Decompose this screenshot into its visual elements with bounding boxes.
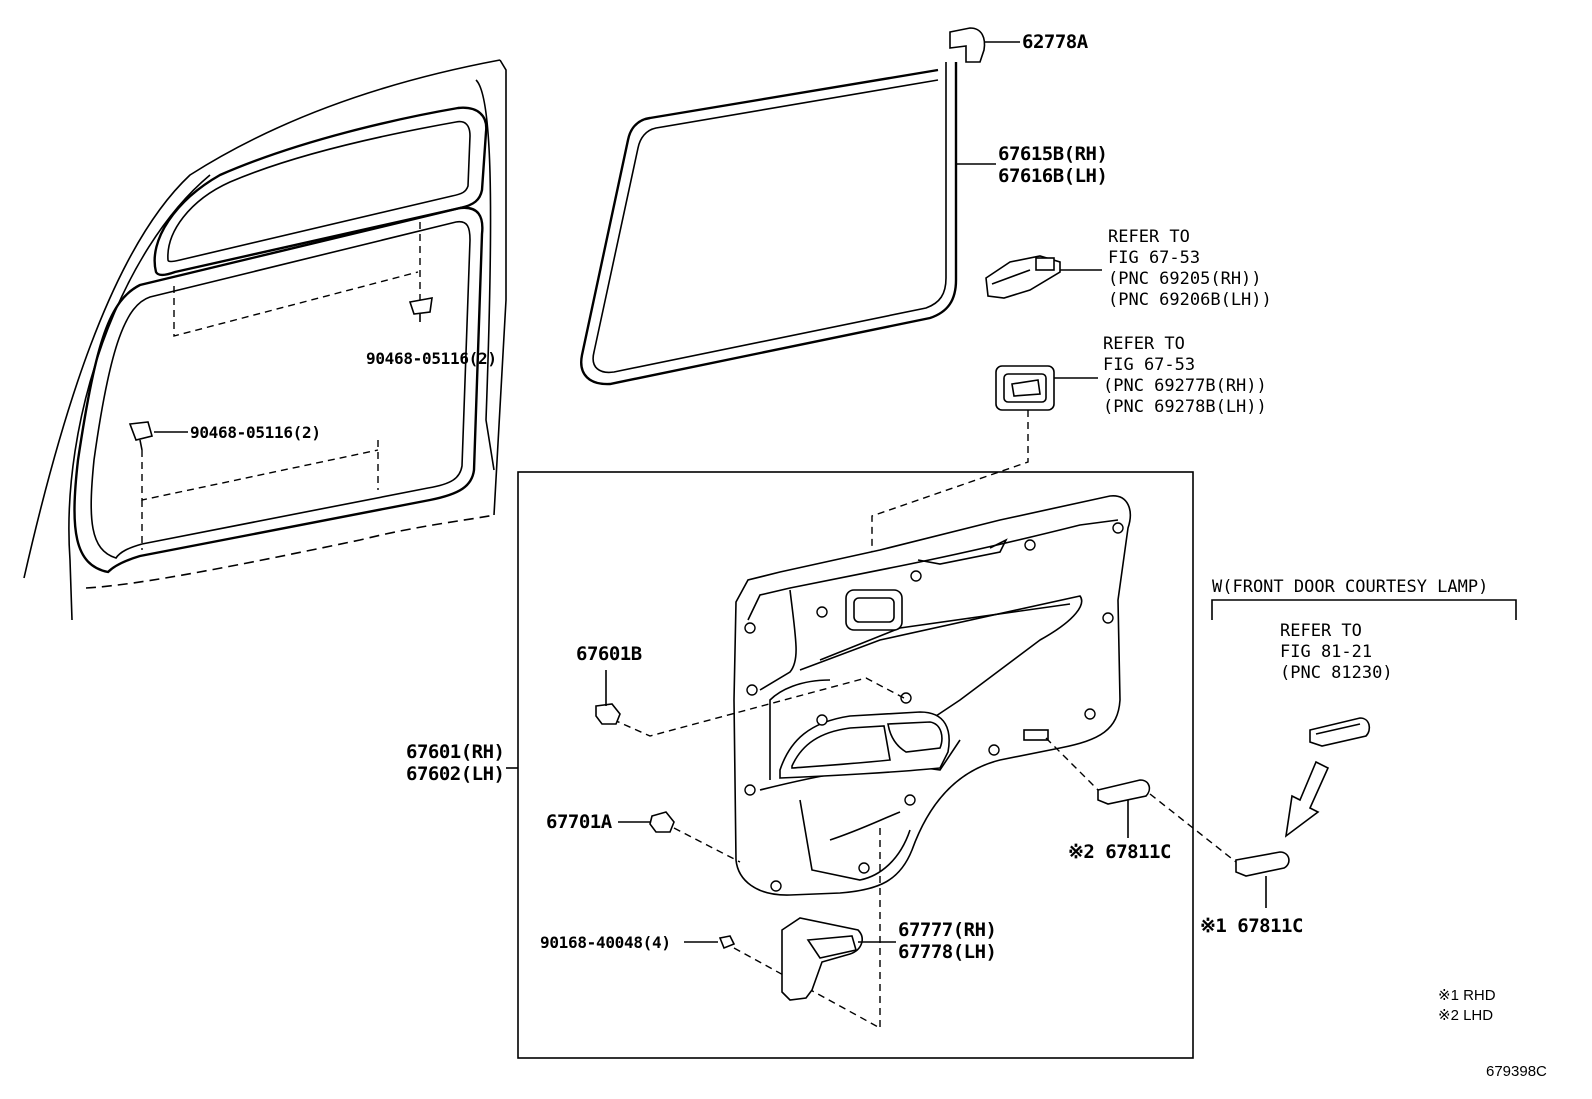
weatherstrip-drawing: [580, 27, 986, 386]
refer3-line3: (PNC 81230): [1280, 663, 1393, 683]
assembly-box: [517, 471, 1194, 1059]
label-67616b: 67616B(LH): [998, 165, 1107, 187]
clip-67601b-drawing: [595, 670, 621, 725]
label-67701a: 67701A: [546, 811, 613, 833]
refer2-line4: (PNC 69278B(LH)): [1103, 397, 1267, 417]
label-67777: 67777(RH): [898, 919, 996, 941]
refer-note-1: REFER TO FIG 67-53 (PNC 69205(RH)) (PNC …: [1108, 227, 1272, 310]
inside-handle-drawing: [985, 255, 1061, 299]
pull-handle-drawing: [781, 917, 896, 1001]
handle-bezel-drawing: [995, 365, 1055, 411]
door-frame-drawing: [23, 59, 507, 621]
clip-upper-drawing: [408, 297, 433, 322]
courtesy-lamp-drawing: [1309, 717, 1371, 747]
refer1-line2: FIG 67-53: [1108, 248, 1200, 268]
refer2-line3: (PNC 69277B(RH)): [1103, 376, 1267, 396]
door-trim-panel-drawing: [733, 495, 1132, 896]
label-67615b: 67615B(RH): [998, 143, 1107, 165]
label-67601b: 67601B: [576, 643, 642, 665]
label-67778: 67778(LH): [898, 941, 996, 963]
legend-rhd: ※1 RHD: [1438, 987, 1496, 1004]
refer2-line2: FIG 67-53: [1103, 355, 1195, 375]
refer1-line4: (PNC 69206B(LH)): [1108, 290, 1272, 310]
label-67601: 67601(RH): [406, 741, 504, 763]
lamp-lens-lhd-drawing: [1097, 779, 1151, 838]
clip-upper-label: 90468-05116(2): [366, 349, 497, 368]
refer2-line1: REFER TO: [1103, 334, 1185, 354]
refer1-line1: REFER TO: [1108, 227, 1190, 247]
refer-note-3: REFER TO FIG 81-21 (PNC 81230): [1280, 621, 1393, 683]
label-67811c-rhd: ※1 67811C: [1200, 915, 1303, 937]
refer-note-2: REFER TO FIG 67-53 (PNC 69277B(RH)) (PNC…: [1103, 334, 1267, 417]
clip-lower-label: 90468-05116(2): [190, 423, 321, 442]
figure-id: 679398C: [1486, 1063, 1547, 1080]
refer1-line3: (PNC 69205(RH)): [1108, 269, 1262, 289]
label-67811c-lhd: ※2 67811C: [1068, 841, 1171, 863]
label-90168: 90168-40048(4): [540, 933, 671, 952]
clip-lower-drawing: [128, 421, 153, 451]
courtesy-lamp-title: W(FRONT DOOR COURTESY LAMP): [1212, 577, 1488, 597]
label-67602: 67602(LH): [406, 763, 504, 785]
grommet-67701a-drawing: [618, 811, 675, 833]
refer3-line1: REFER TO: [1280, 621, 1362, 641]
direction-arrow: [1284, 760, 1330, 838]
refer3-line2: FIG 81-21: [1280, 642, 1372, 662]
legend-lhd: ※2 LHD: [1438, 1007, 1493, 1024]
screw-90168-drawing: [684, 935, 736, 950]
label-62778a: 62778A: [1022, 31, 1089, 53]
lamp-lens-rhd-drawing: [1235, 851, 1290, 908]
